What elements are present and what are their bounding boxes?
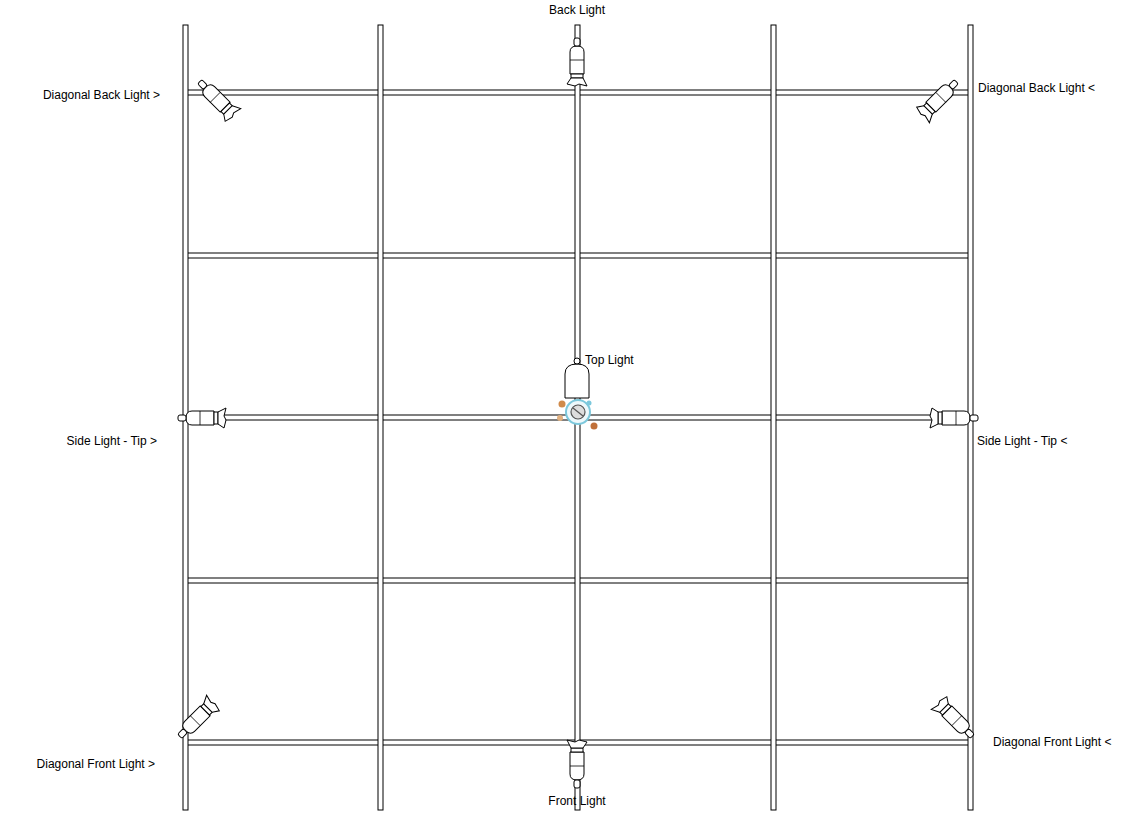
light-label: Diagonal Back Light > bbox=[43, 88, 160, 102]
top-light-fixture bbox=[557, 358, 598, 430]
light-label: Side Light - Tip > bbox=[67, 434, 157, 448]
light-label: Diagonal Back Light < bbox=[978, 81, 1095, 95]
light-label: Top Light bbox=[585, 353, 634, 367]
light-fixtures bbox=[173, 38, 980, 788]
light-label: Diagonal Front Light < bbox=[993, 735, 1111, 749]
light-label: Diagonal Front Light > bbox=[37, 757, 155, 771]
vertical-pipes bbox=[183, 25, 973, 810]
light-label: Front Light bbox=[548, 794, 605, 808]
light-label: Side Light - Tip < bbox=[977, 434, 1067, 448]
light-label: Back Light bbox=[549, 3, 605, 17]
